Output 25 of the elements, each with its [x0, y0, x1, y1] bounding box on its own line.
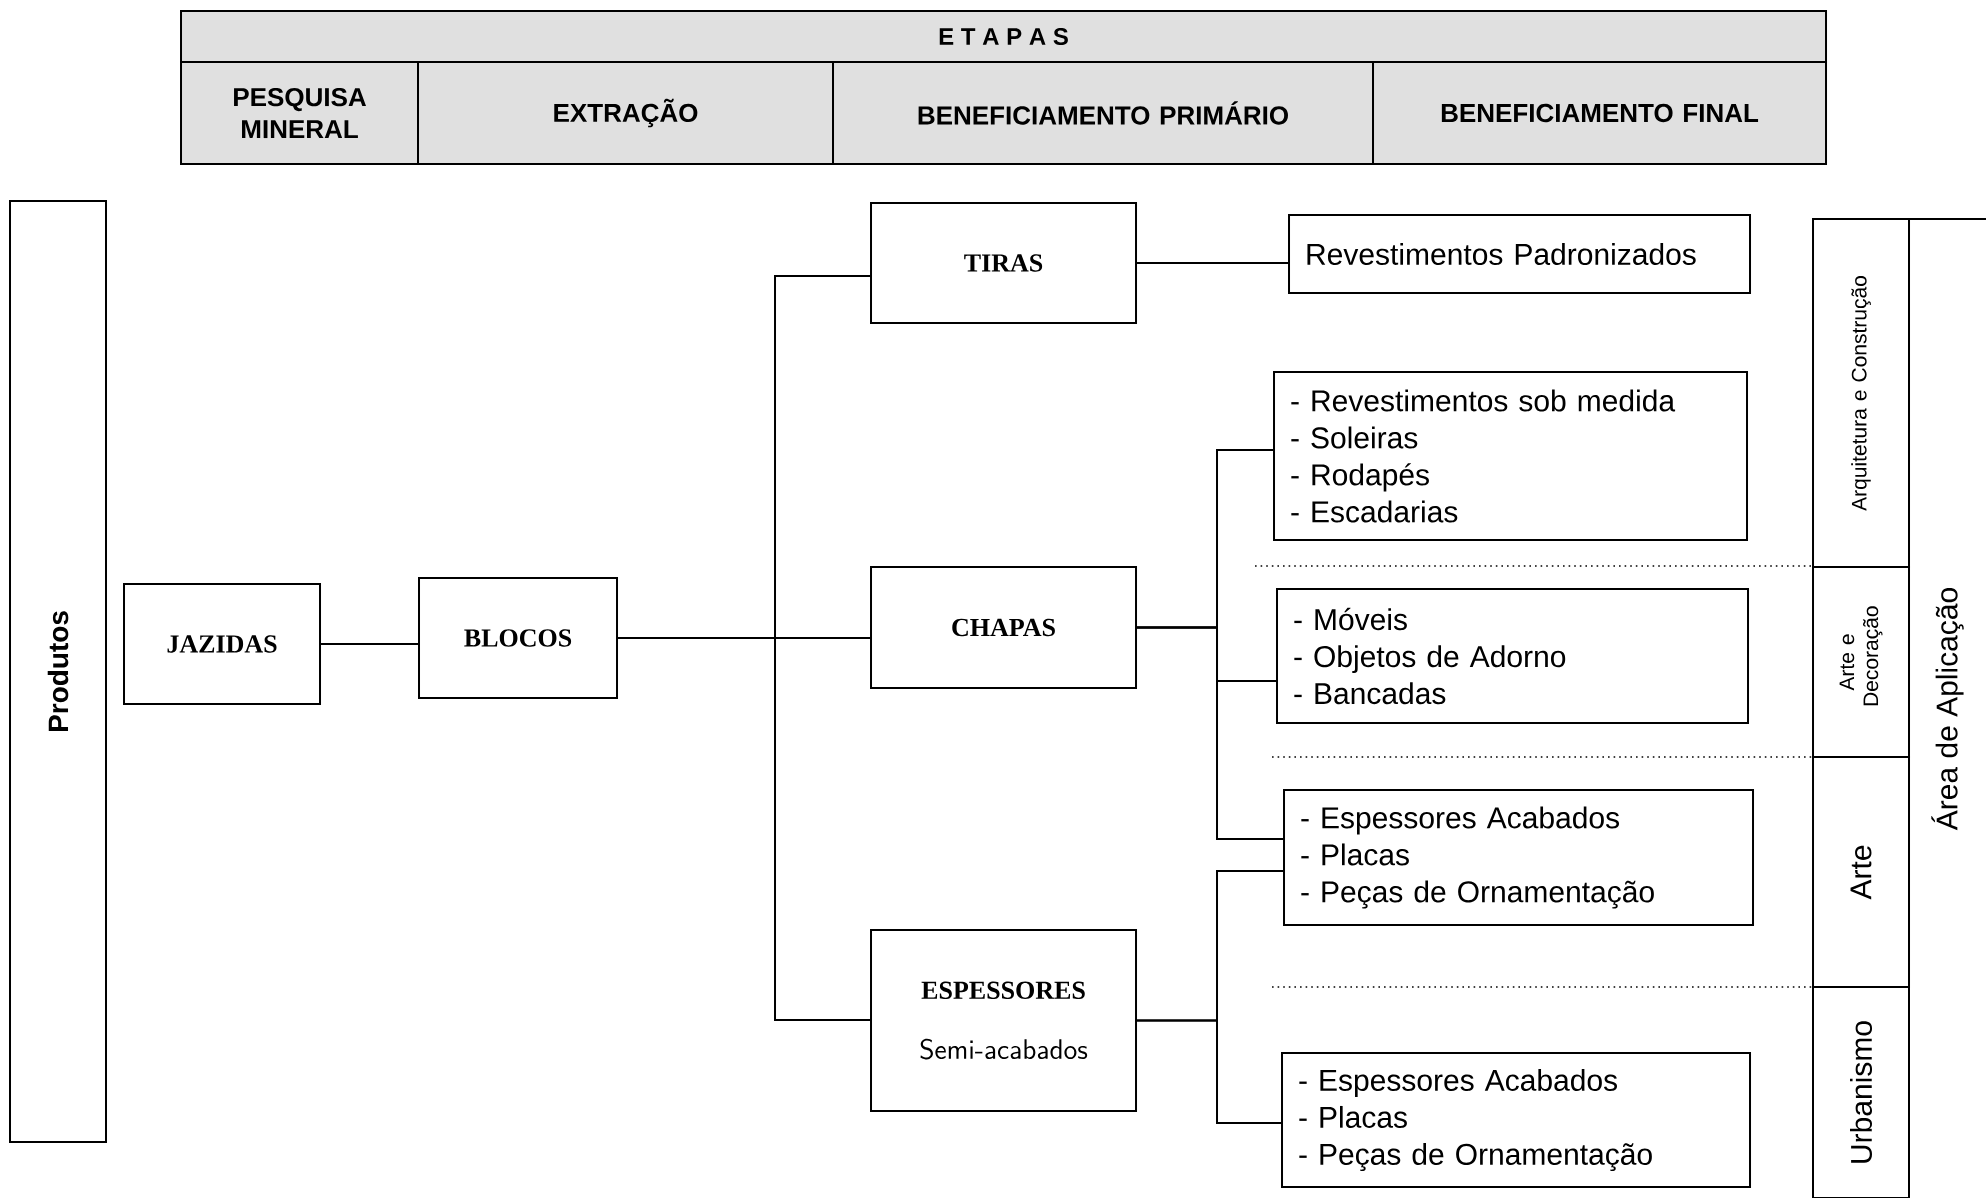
table-cell: EXTRAÇÃO	[417, 61, 834, 165]
product-box: - Móveis - Objetos de Adorno - Bancadas	[1276, 588, 1749, 724]
process-box: JAZIDAS	[123, 583, 321, 705]
product-box: - Espessores Acabados - Placas - Peças de Ornamentação	[1283, 789, 1754, 926]
connector-line	[1136, 626, 1284, 840]
area-box: Urbanismo	[1812, 986, 1910, 1198]
table-cell: PESQUISA MINERAL	[180, 61, 419, 165]
table-cell: BENEFICIAMENTO PRIMÁRIO	[832, 61, 1374, 165]
connector-line	[320, 643, 419, 645]
product-box: Revestimentos Padronizados	[1288, 214, 1751, 294]
process-box: TIRAS	[870, 202, 1137, 324]
area-box: Área de Aplicação	[1908, 218, 1986, 1198]
product-box: - Espessores Acabados - Placas - Peças de Ornamentação	[1281, 1052, 1751, 1188]
connector-line	[617, 637, 871, 1021]
process-box: BLOCOS	[418, 577, 618, 699]
connector-line	[1136, 262, 1289, 264]
table-cell: BENEFICIAMENTO FINAL	[1372, 61, 1827, 165]
area-box: Arte e Decoração	[1812, 566, 1910, 758]
process-box: CHAPAS	[870, 566, 1137, 689]
area-box: Arte	[1812, 756, 1910, 988]
side-box: Produtos	[9, 200, 107, 1143]
area-box: Arquitetura e Construção	[1812, 218, 1910, 568]
connector-line	[1136, 1019, 1282, 1124]
process-box: ESPESSORES Semi-acabados	[870, 929, 1137, 1112]
product-box: - Revestimentos sob medida - Soleiras - Rodapés - Escadarias	[1273, 371, 1748, 541]
